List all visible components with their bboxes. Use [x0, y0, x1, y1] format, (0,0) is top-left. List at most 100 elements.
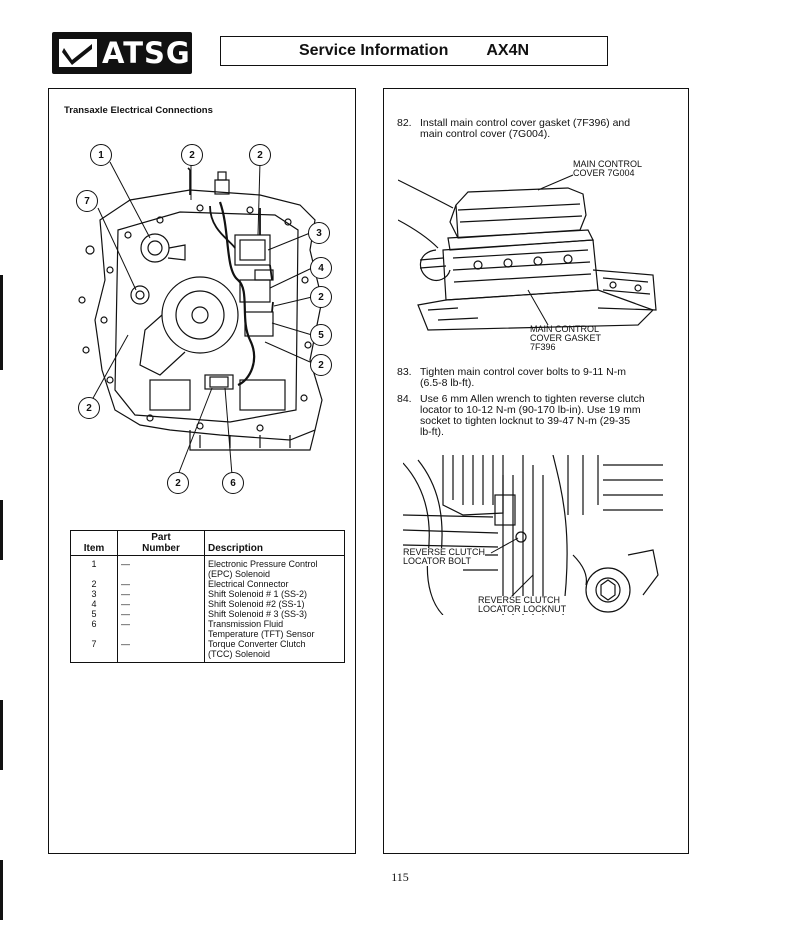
callout-7: 7 — [76, 190, 98, 212]
step-text: Install main control cover gasket (7F396… — [420, 118, 630, 140]
row-item: 5 — [70, 609, 118, 619]
parts-table: Item Part Number Description 1 — Electro… — [70, 530, 345, 663]
gasket-label: MAIN CONTROL COVER GASKET 7F396 — [530, 325, 601, 352]
page-header: Service Information AX4N — [220, 36, 608, 66]
row-desc: Torque Converter Clutch (TCC) Solenoid — [205, 639, 345, 663]
header-description: Description — [204, 530, 345, 556]
row-desc: Transmission Fluid Temperature (TFT) Sen… — [205, 619, 345, 639]
locator-locknut-label: REVERSE CLUTCH LOCATOR LOCKNUT — [478, 595, 567, 614]
section-title: Transaxle Electrical Connections — [64, 105, 213, 116]
row-part: — — [117, 555, 205, 579]
row-desc-line: Electrical Connector — [208, 579, 289, 589]
header-part-bottom: Number — [142, 543, 180, 554]
binding-edge-mark — [0, 860, 3, 920]
step-84: 84. Use 6 mm Allen wrench to tighten rev… — [397, 394, 682, 442]
row-part: — — [117, 599, 205, 609]
callout-3: 3 — [308, 222, 330, 244]
cover-label: MAIN CONTROL COVER 7G004 — [573, 160, 642, 178]
callout-line: LOCATOR LOCKNUT — [478, 604, 567, 614]
row-item: 7 — [70, 639, 118, 663]
row-desc-line: Shift Solenoid # 1 (SS-2) — [208, 589, 308, 599]
table-header-row: Item Part Number Description — [70, 530, 345, 556]
logo-text: ATSG — [102, 36, 191, 70]
step-number: 84. — [397, 393, 412, 405]
callout-2b: 2 — [249, 144, 271, 166]
binding-edge-mark — [0, 500, 3, 560]
row-desc-line: (EPC) Solenoid — [208, 569, 271, 579]
callout-2d: 2 — [310, 354, 332, 376]
main-control-cover-figure — [398, 174, 657, 331]
page-number: 115 — [391, 870, 409, 884]
callout-2a: 2 — [181, 144, 203, 166]
right-panel — [383, 88, 689, 854]
table-row: 5 — Shift Solenoid # 3 (SS-3) — [70, 609, 345, 619]
binding-edge-mark — [0, 700, 3, 770]
step-line: socket to tighten locknut to 39-47 N-m (… — [420, 415, 631, 427]
row-part: — — [117, 589, 205, 599]
row-item: 2 — [70, 579, 118, 589]
reverse-clutch-locator-figure — [403, 455, 663, 615]
header-title: Service Information — [298, 42, 449, 59]
transaxle-electrical-diagram — [78, 161, 323, 476]
row-desc-line: Transmission Fluid — [208, 619, 284, 629]
step-line: lb-ft). — [420, 426, 444, 438]
atsg-logo-mark-icon — [59, 39, 97, 67]
step-82: 82. Install main control cover gasket (7… — [397, 118, 682, 142]
table-row: 4 — Shift Solenoid #2 (SS-1) — [70, 599, 345, 609]
callout-line: 7F396 — [530, 342, 556, 352]
step-number: 83. — [397, 366, 412, 378]
table-row: 7 — Torque Converter Clutch (TCC) Soleno… — [70, 639, 345, 663]
table-row: 2 — Electrical Connector — [70, 579, 345, 589]
table-row: 3 — Shift Solenoid # 1 (SS-2) — [70, 589, 345, 599]
locator-bolt-label: REVERSE CLUTCH LOCATOR BOLT — [403, 547, 486, 566]
callout-line: LOCATOR BOLT — [403, 556, 472, 566]
step-line: Install main control cover gasket (7F396… — [420, 117, 631, 129]
step-line: Use 6 mm Allen wrench to tighten reverse… — [420, 393, 645, 405]
step-line: main control cover (7G004). — [420, 128, 551, 140]
row-part: — — [117, 579, 205, 589]
header-part-number: Part Number — [117, 530, 205, 556]
callout-2f: 2 — [167, 472, 189, 494]
callout-line: COVER 7G004 — [573, 168, 635, 178]
row-desc: Shift Solenoid # 3 (SS-3) — [205, 609, 345, 619]
binding-edge-mark — [0, 275, 3, 370]
header-part-top: Part — [151, 532, 171, 543]
row-part: — — [117, 609, 205, 619]
callout-2e: 2 — [78, 397, 100, 419]
callout-line: MAIN CONTROL — [530, 324, 600, 334]
step-line: (6.5-8 lb-ft). — [420, 377, 475, 389]
row-desc-line: Electronic Pressure Control — [208, 559, 318, 569]
row-desc: Shift Solenoid # 1 (SS-2) — [205, 589, 345, 599]
row-desc-line: Shift Solenoid #2 (SS-1) — [208, 599, 305, 609]
callout-4: 4 — [310, 257, 332, 279]
row-item: 1 — [70, 555, 118, 579]
row-item: 3 — [70, 589, 118, 599]
step-number: 82. — [397, 117, 412, 129]
step-line: Tighten main control cover bolts to 9-11… — [420, 366, 627, 378]
callout-5: 5 — [310, 324, 332, 346]
callout-2c: 2 — [310, 286, 332, 308]
callout-line: REVERSE CLUTCH — [403, 547, 486, 557]
callout-line: REVERSE CLUTCH — [478, 595, 561, 605]
row-desc-line: Temperature (TFT) Sensor — [208, 629, 315, 639]
step-text: Tighten main control cover bolts to 9-11… — [420, 367, 626, 389]
step-line: locator to 10-12 N-m (90-170 lb-in). Use… — [420, 404, 641, 416]
callout-line: COVER GASKET — [530, 333, 602, 343]
row-desc-line: Torque Converter Clutch — [208, 639, 306, 649]
header-item: Item — [70, 530, 118, 556]
step-83: 83. Tighten main control cover bolts to … — [397, 367, 682, 391]
header-model: AX4N — [486, 42, 530, 59]
step-text: Use 6 mm Allen wrench to tighten reverse… — [420, 394, 645, 438]
row-desc: Shift Solenoid #2 (SS-1) — [205, 599, 345, 609]
row-part: — — [117, 619, 205, 639]
table-row: 6 — Transmission Fluid Temperature (TFT)… — [70, 619, 345, 639]
callout-6: 6 — [222, 472, 244, 494]
table-row: 1 — Electronic Pressure Control (EPC) So… — [70, 555, 345, 579]
callout-1: 1 — [90, 144, 112, 166]
row-part: — — [117, 639, 205, 663]
row-desc: Electrical Connector — [205, 579, 345, 589]
row-desc: Electronic Pressure Control (EPC) Soleno… — [205, 556, 345, 579]
row-item: 4 — [70, 599, 118, 609]
left-panel — [48, 88, 356, 854]
row-desc-line: Shift Solenoid # 3 (SS-3) — [208, 609, 308, 619]
